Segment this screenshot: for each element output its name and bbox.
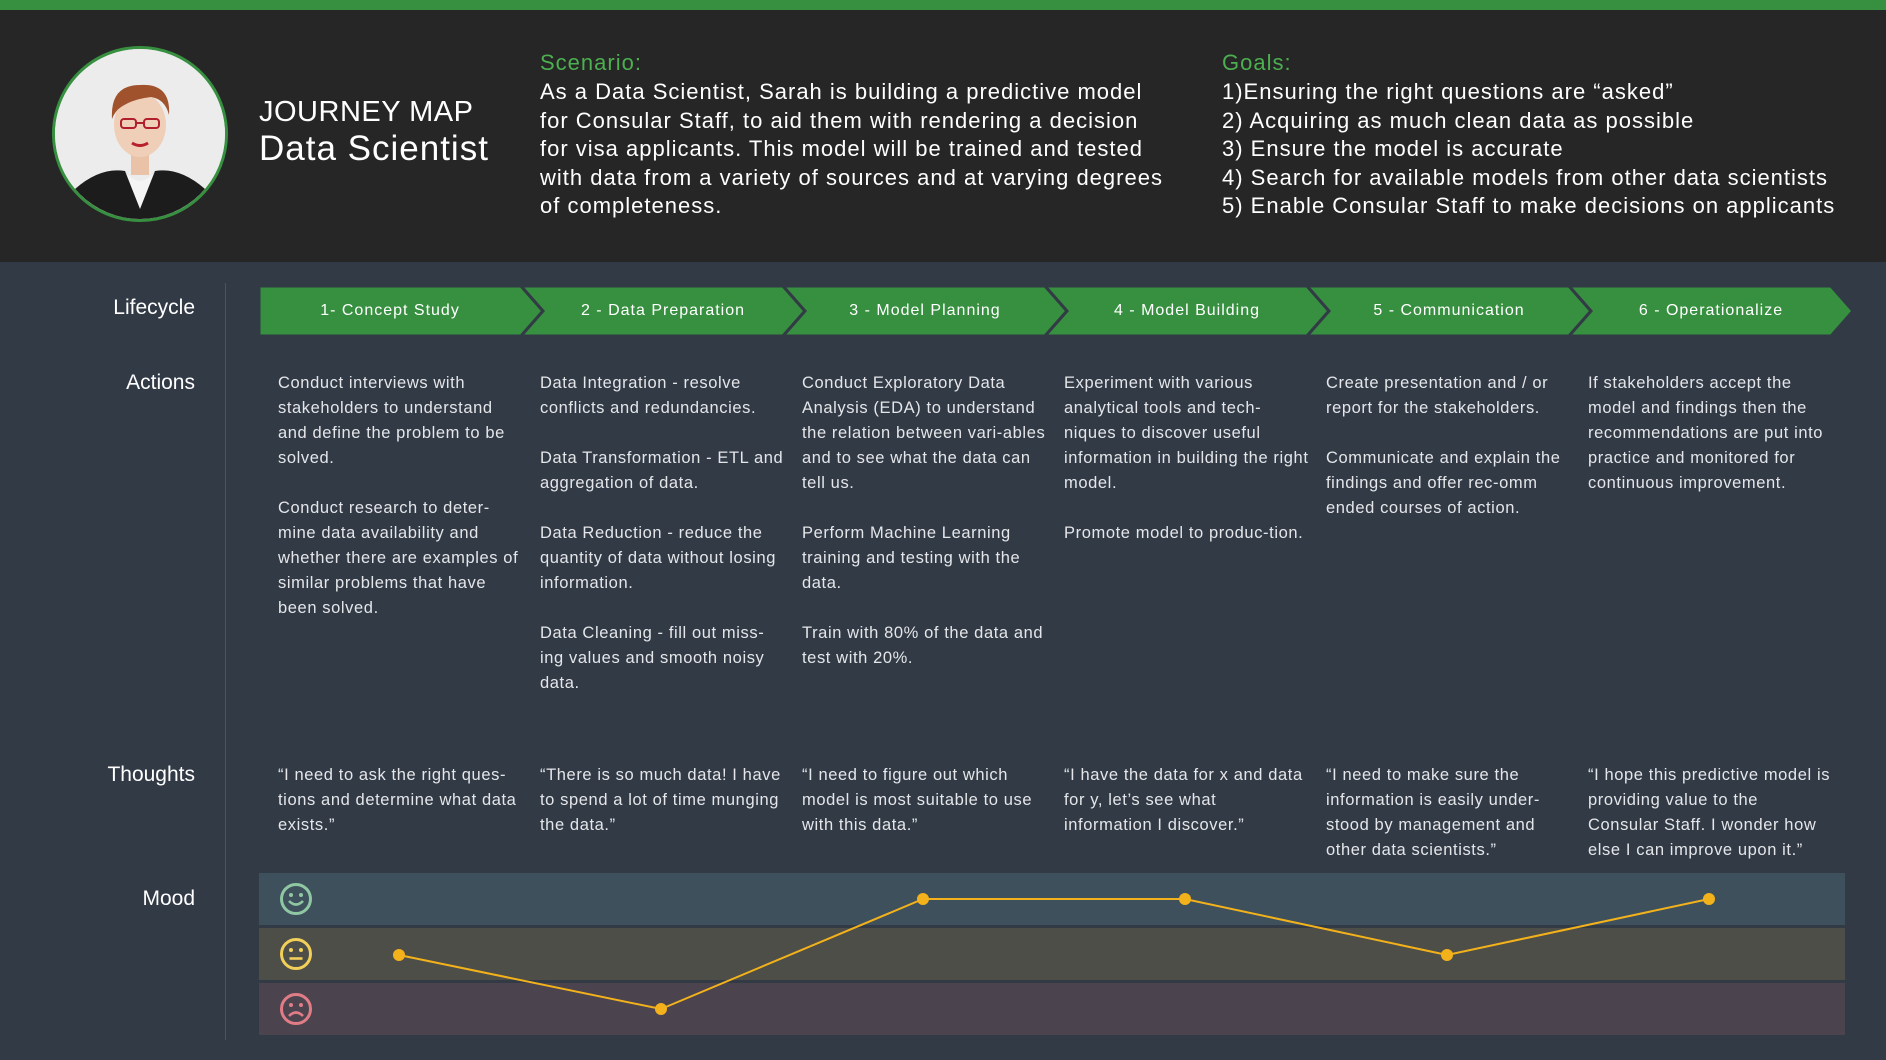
mood-label: Mood bbox=[142, 887, 195, 910]
action-item: Perform Machine Learning training and te… bbox=[802, 524, 1021, 592]
mood-line bbox=[398, 898, 1710, 1011]
mood-line-plot bbox=[393, 893, 1715, 1015]
actions-column: Data Integration - resolve conflicts and… bbox=[540, 371, 785, 721]
action-item: Create presentation and / or report for … bbox=[1326, 374, 1549, 417]
actions-column: Conduct Exploratory Data Analysis (EDA) … bbox=[802, 371, 1047, 696]
lifecycle-stage-label: 5 - Communication bbox=[1373, 302, 1525, 319]
lifecycle-stages: 1- Concept Study 2 - Data Preparation 3 - … bbox=[257, 284, 1855, 338]
goal-item: 1)Ensuring the right questions are “aske… bbox=[1222, 79, 1674, 104]
persona-title: Data Scientist bbox=[259, 129, 489, 168]
mood-point bbox=[393, 949, 405, 961]
actions-label: Actions bbox=[126, 371, 195, 394]
persona-avatar bbox=[52, 46, 228, 222]
thought-quote: “I have the data for x and data for y, l… bbox=[1064, 766, 1303, 834]
thought-quote: “I need to figure out which model is mos… bbox=[802, 766, 1033, 834]
action-item: Communicate and explain the findings and… bbox=[1326, 449, 1561, 517]
goal-item: 3) Ensure the model is accurate bbox=[1222, 136, 1564, 162]
goal-item: 4) Search for available models from othe… bbox=[1222, 164, 1829, 190]
mood-point bbox=[1703, 893, 1715, 905]
action-item: Conduct interviews with stakeholders to … bbox=[278, 374, 505, 467]
goal-item: 2) Acquiring as much clean data as possi… bbox=[1222, 107, 1695, 133]
scenario-line: with data from a variety of sources and … bbox=[540, 164, 1163, 190]
scenario-heading: Scenario: bbox=[540, 50, 642, 75]
thought-quote: “There is so much data! I have to spend … bbox=[540, 766, 781, 834]
thought-quote: “I need to ask the right ques-tions and … bbox=[278, 766, 517, 834]
lifecycle-stage-label: 4 - Model Building bbox=[1113, 302, 1261, 319]
action-item: Data Transformation - ETL and aggregatio… bbox=[540, 449, 784, 492]
action-item: Promote model to produc-tion. bbox=[1064, 524, 1304, 542]
goals-heading: Goals: bbox=[1222, 50, 1292, 75]
lifecycle-arrows bbox=[257, 284, 1855, 338]
mood-point bbox=[655, 1003, 667, 1015]
row-divider-line bbox=[225, 283, 226, 1040]
journey-title: JOURNEY MAP Data Scientist bbox=[259, 96, 489, 169]
action-item: Experiment with various analytical tools… bbox=[1064, 374, 1309, 492]
top-accent-bar bbox=[0, 0, 1886, 10]
smiley-happy-icon bbox=[280, 883, 312, 915]
mood-point bbox=[917, 893, 929, 905]
mood-band-sad bbox=[259, 983, 1845, 1035]
scenario-line: As a Data Scientist, Sarah is building a… bbox=[540, 79, 1143, 104]
action-item: Data Reduction - reduce the quantity of … bbox=[540, 524, 776, 592]
header: JOURNEY MAP Data Scientist Scenario: As … bbox=[0, 10, 1886, 262]
mood-chart bbox=[259, 873, 1845, 1036]
action-item: Conduct Exploratory Data Analysis (EDA) … bbox=[802, 374, 1046, 492]
action-item: Conduct research to deter-mine data avai… bbox=[278, 499, 519, 617]
lifecycle-stage-arrow bbox=[1565, 284, 1855, 338]
thought-quote: “I hope this predictive model is providi… bbox=[1588, 766, 1831, 859]
lifecycle-stage-label: 2 - Data Preparation bbox=[580, 302, 746, 319]
mood-point bbox=[1179, 893, 1191, 905]
smiley-neutral-icon bbox=[280, 938, 312, 970]
action-item: If stakeholders accept the model and fin… bbox=[1588, 374, 1824, 492]
lifecycle-label: Lifecycle bbox=[113, 296, 195, 319]
actions-column: Conduct interviews with stakeholders to … bbox=[278, 371, 523, 646]
goal-item: 5) Enable Consular Staff to make decisio… bbox=[1222, 193, 1836, 219]
action-item: Train with 80% of the data and test with… bbox=[802, 624, 1044, 667]
mood-band-neutral bbox=[259, 928, 1845, 980]
scenario-line: for visa applicants. This model will be … bbox=[540, 136, 1143, 162]
scenario-section: Scenario: As a Data Scientist, Sarah is … bbox=[540, 50, 1190, 221]
thought-quote: “I need to make sure the information is … bbox=[1326, 766, 1540, 859]
smiley-sad-icon bbox=[280, 993, 312, 1025]
journey-map-title: JOURNEY MAP bbox=[259, 96, 474, 128]
thoughts-label: Thoughts bbox=[107, 763, 195, 786]
actions-column: Experiment with various analytical tools… bbox=[1064, 371, 1309, 571]
lifecycle-stage-label: 3 - Model Planning bbox=[849, 302, 1001, 319]
action-item: Data Cleaning - fill out miss-ing values… bbox=[540, 624, 765, 692]
actions-column: Create presentation and / or report for … bbox=[1326, 371, 1571, 546]
lifecycle-stage-label: 1- Concept Study bbox=[320, 302, 460, 319]
scenario-line: for Consular Staff, to aid them with ren… bbox=[540, 107, 1139, 133]
mood-point bbox=[1441, 949, 1453, 961]
actions-column: If stakeholders accept the model and fin… bbox=[1588, 371, 1833, 521]
lifecycle-stage-label: 6 - Operationalize bbox=[1638, 302, 1784, 319]
scenario-line: of completeness. bbox=[540, 193, 723, 219]
action-item: Data Integration - resolve conflicts and… bbox=[540, 374, 757, 417]
goals-section: Goals: 1)Ensuring the right questions ar… bbox=[1222, 50, 1882, 221]
